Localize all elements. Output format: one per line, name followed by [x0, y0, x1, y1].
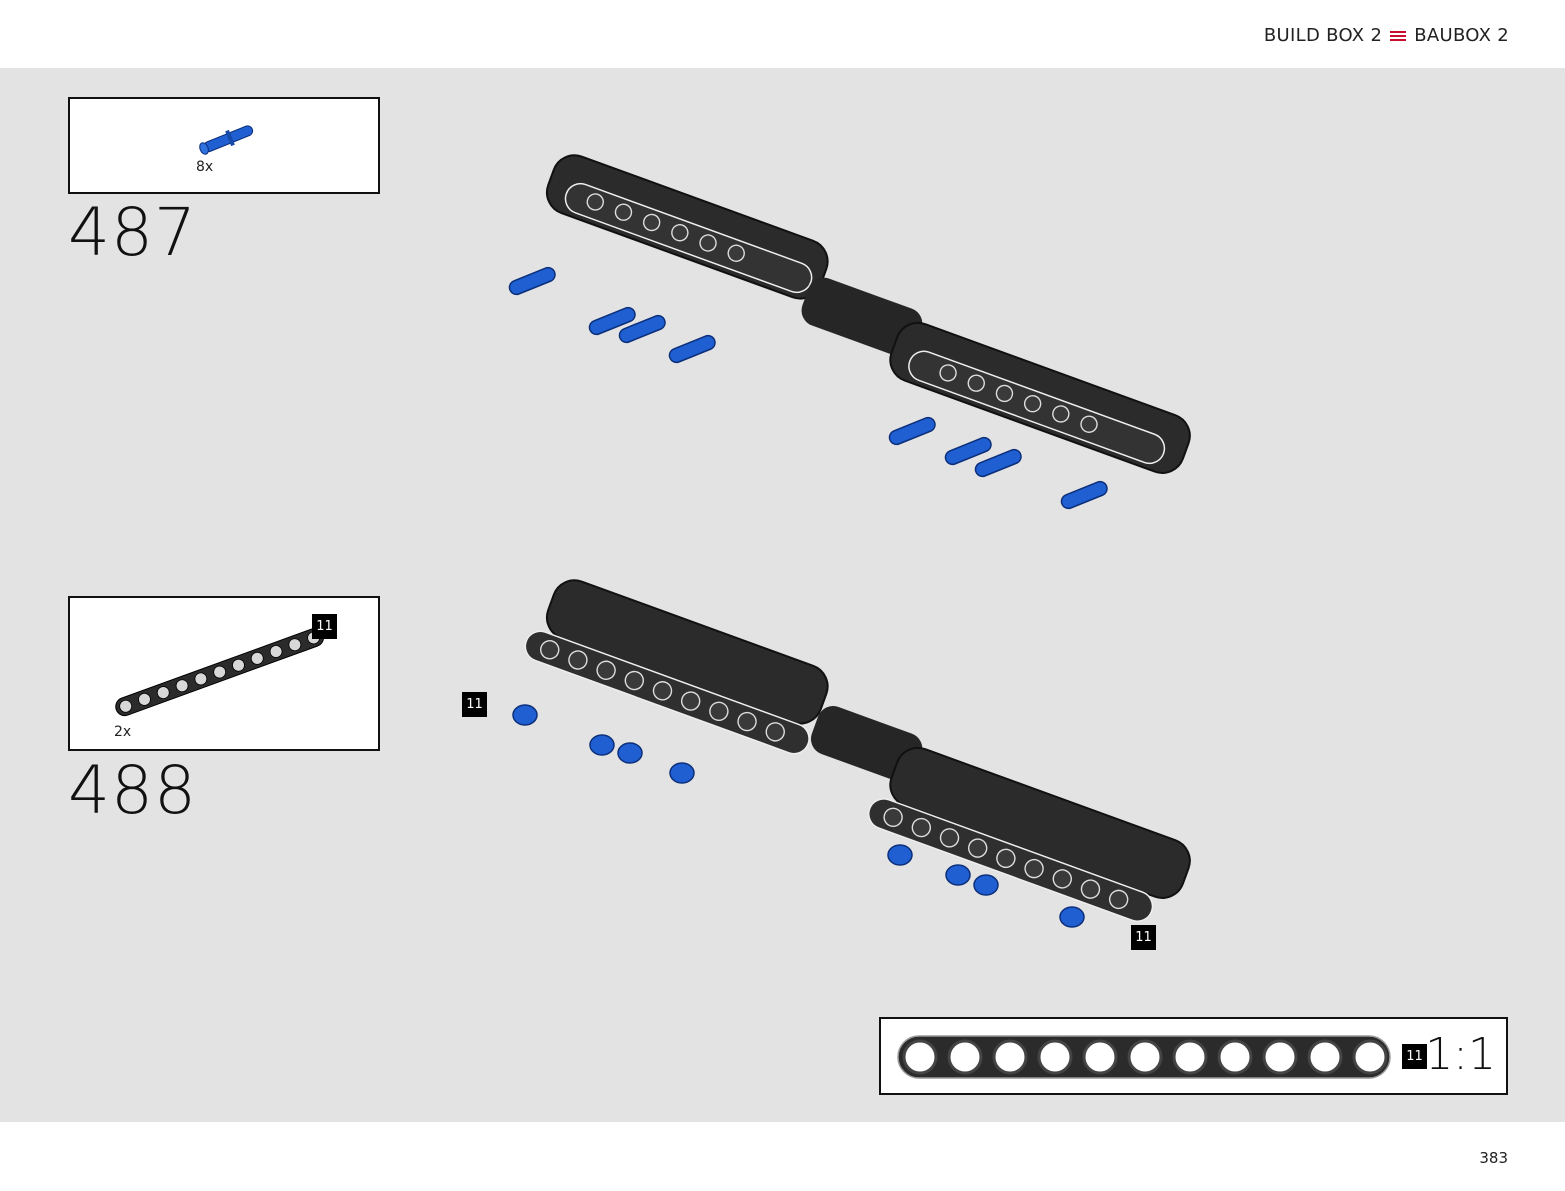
page-number: 383 — [1479, 1149, 1508, 1167]
title-baubox: BAUBOX 2 — [1414, 25, 1509, 46]
scale-length-tag: 11 — [1402, 1044, 1427, 1069]
blue-pin-icon — [199, 125, 254, 155]
page-footer: 383 — [0, 1122, 1565, 1191]
beam-length-tag-right: 11 — [1131, 925, 1156, 950]
step-number-488: 488 — [68, 752, 197, 829]
header-title: BUILD BOX 2 BAUBOX 2 — [1264, 25, 1509, 46]
scale-ratio: 1:1 — [1425, 1029, 1496, 1080]
part-quantity-488: 2x — [114, 724, 132, 740]
menu-icon — [1390, 30, 1407, 42]
model-illustration-487 — [508, 154, 1191, 510]
part-length-tag: 11 — [312, 614, 337, 639]
model-illustration-488 — [512, 579, 1191, 928]
parts-box-488: 11 2x — [68, 596, 380, 751]
beam-length-tag-left: 11 — [462, 692, 487, 717]
beam-11-scale-icon — [897, 1035, 1391, 1079]
parts-box-487: 8x — [68, 97, 380, 194]
part-quantity-487: 8x — [196, 159, 214, 175]
page-header: BUILD BOX 2 BAUBOX 2 — [0, 0, 1565, 68]
title-build-box: BUILD BOX 2 — [1263, 25, 1383, 46]
scale-reference-box: 11 1:1 — [879, 1017, 1508, 1095]
step-number-487: 487 — [68, 194, 197, 271]
beam-11-icon — [115, 628, 325, 717]
